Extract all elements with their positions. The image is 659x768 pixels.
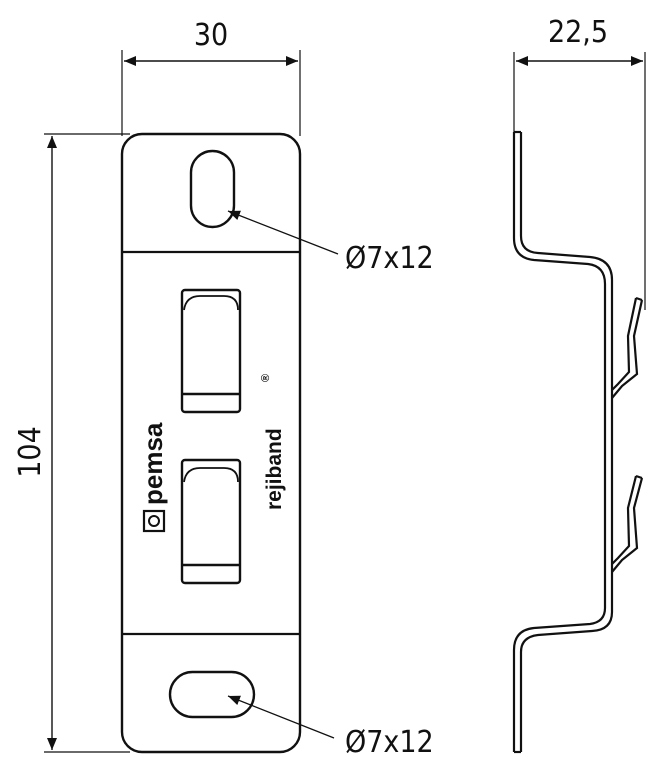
- profile-outer-edge: [512, 132, 607, 752]
- registered-mark: ®: [260, 374, 272, 382]
- bottom-hole-label: Ø7x12: [345, 725, 434, 760]
- lower-hook-profile: [611, 477, 644, 573]
- bottom-slot-hole: [168, 670, 256, 719]
- bottom-hole-callout: Ø7x12: [227, 695, 434, 760]
- height-dimension: 104: [13, 133, 130, 753]
- pemsa-logo: pemsa: [138, 422, 168, 533]
- plate-outline: [120, 132, 302, 754]
- top-hole-callout: Ø7x12: [227, 210, 434, 276]
- depth-label: 22,5: [548, 15, 608, 50]
- upper-hook-window: [180, 288, 242, 414]
- width-dimension: 30: [121, 18, 301, 136]
- upper-hook-profile: [611, 299, 644, 399]
- width-label: 30: [194, 18, 228, 53]
- front-view: pemsa rejiband ®: [120, 132, 302, 754]
- height-label: 104: [13, 426, 48, 478]
- lower-hook-window: [180, 458, 242, 585]
- depth-dimension: 22,5: [513, 15, 646, 310]
- rejiband-logo-text: rejiband: [263, 428, 286, 510]
- rejiband-logo: rejiband ®: [260, 374, 286, 510]
- profile-inner-edge: [519, 132, 614, 752]
- top-hole-label: Ø7x12: [345, 241, 434, 276]
- pemsa-logo-text: pemsa: [138, 422, 168, 505]
- side-profile-view: [512, 130, 644, 754]
- top-slot-hole: [189, 149, 236, 229]
